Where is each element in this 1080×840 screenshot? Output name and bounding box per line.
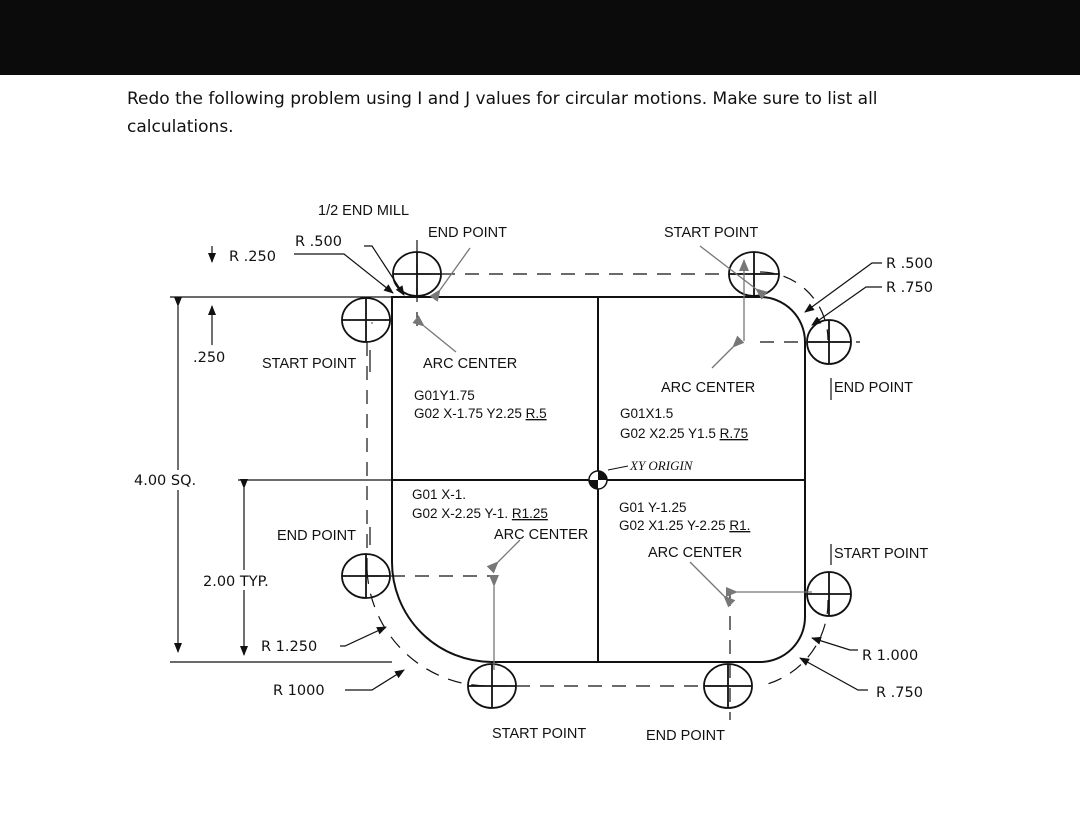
label-end-point-top: END POINT bbox=[428, 225, 507, 241]
tool-circle bbox=[341, 553, 391, 599]
dim-r1000-right: R 1.000 bbox=[862, 648, 918, 664]
instructions-text: Redo the following problem using I and J… bbox=[127, 89, 878, 137]
br-code-line1: G01 Y-1.25 bbox=[619, 500, 687, 515]
part-outline bbox=[391, 296, 806, 663]
dim-2-typ: 2.00 TYP. bbox=[203, 574, 269, 590]
top-black-bar bbox=[0, 0, 1080, 75]
pointer-arrows bbox=[371, 245, 812, 670]
tl-arc-center: ARC CENTER bbox=[423, 356, 517, 372]
label-end-point-right: END POINT bbox=[834, 380, 913, 396]
tool-label: 1/2 END MILL bbox=[318, 203, 409, 219]
label-start-point-left: START POINT bbox=[262, 356, 356, 372]
tool-circle bbox=[806, 319, 852, 365]
dim-r500-right: R .500 bbox=[886, 256, 933, 272]
tr-arc-center: ARC CENTER bbox=[661, 380, 755, 396]
tl-code-line2: G02 X-1.75 Y2.25 R.5 bbox=[414, 406, 547, 421]
bl-code-line1: G01 X-1. bbox=[412, 487, 466, 502]
tl-code-line1: G01Y1.75 bbox=[414, 388, 475, 403]
br-arc-center: ARC CENTER bbox=[648, 545, 742, 561]
tool-circle bbox=[341, 297, 391, 343]
dim-r500-left: R .500 bbox=[295, 234, 342, 250]
tr-code-line2: G02 X2.25 Y1.5 R.75 bbox=[620, 426, 748, 441]
dim-r1000-left: R 1000 bbox=[273, 683, 325, 699]
dim-r750-right-top: R .750 bbox=[886, 280, 933, 296]
tool-circle bbox=[703, 663, 753, 709]
label-start-point-bottom: START POINT bbox=[492, 726, 586, 742]
br-code-line2: G02 X1.25 Y-2.25 R1. bbox=[619, 518, 750, 533]
dim-250: .250 bbox=[193, 350, 225, 366]
dim-r1250: R 1.250 bbox=[261, 639, 317, 655]
label-start-point-top: START POINT bbox=[664, 225, 758, 241]
label-end-point-left: END POINT bbox=[277, 528, 356, 544]
bl-arc-center: ARC CENTER bbox=[494, 527, 588, 543]
dim-4-sq: 4.00 SQ. bbox=[134, 473, 196, 489]
bl-code-line2: G02 X-2.25 Y-1. R1.25 bbox=[412, 506, 548, 521]
label-xy-origin: XY ORIGIN bbox=[629, 458, 694, 473]
tool-circle bbox=[467, 663, 517, 709]
dim-r250-left: R .250 bbox=[229, 249, 276, 265]
label-start-point-right: START POINT bbox=[834, 546, 928, 562]
tool-circles bbox=[341, 251, 852, 709]
label-end-point-bottom: END POINT bbox=[646, 728, 725, 744]
xy-origin-symbol bbox=[588, 470, 608, 490]
tool-circle bbox=[806, 571, 852, 617]
xy-origin-leader bbox=[607, 465, 629, 471]
dimension-lines bbox=[170, 245, 882, 691]
dim-r750-right-bottom: R .750 bbox=[876, 685, 923, 701]
tool-circle bbox=[392, 251, 442, 297]
tr-code-line1: G01X1.5 bbox=[620, 406, 673, 421]
